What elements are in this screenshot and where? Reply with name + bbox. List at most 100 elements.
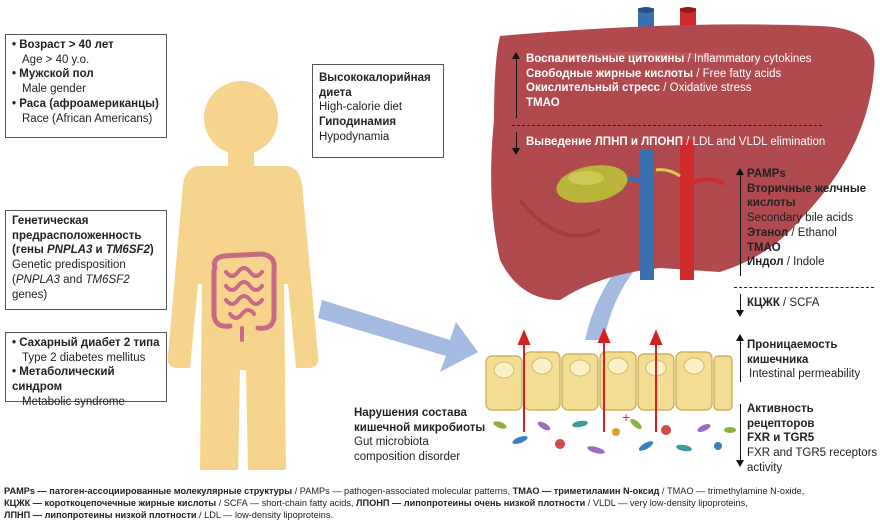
metabolic-conditions-box: Сахарный диабет 2 типа Type 2 diabetes m…: [5, 332, 167, 408]
pamps-label: PAMPs: [747, 168, 786, 180]
ffa-ru: Свободные жирные кислоты: [526, 67, 694, 80]
gut-metabolites-text: PAMPs Вторичные желчные кислоты Secondar…: [747, 167, 866, 270]
right-up-arrow-head: [736, 168, 744, 175]
gene-tm6sf2-ru: TM6SF2: [105, 244, 150, 257]
scfa-en: / SCFA: [779, 297, 820, 309]
receptor-down-arrow-line: [740, 404, 741, 462]
torso: [167, 166, 319, 470]
bile-en: Secondary bile acids: [747, 212, 854, 225]
genetic-l3c: ): [149, 244, 154, 257]
diet-l2: диета: [319, 86, 352, 99]
gender-label: Мужской пол: [19, 68, 94, 81]
head: [204, 81, 278, 155]
metsyn-label: Метаболический синдром: [12, 366, 115, 394]
human-body-figure: [167, 81, 319, 470]
abbr-vldl-ru: ЛПОНП — липопротеины очень низкой плотно…: [356, 498, 586, 509]
microbiota-ru2: кишечной микробиоты: [354, 421, 486, 434]
diet-l1: Высококалорийная: [319, 72, 431, 84]
abbr-pamps-en: / PAMPs — pathogen-associated molecular …: [292, 486, 513, 496]
abbr-tmao-ru: ТМАО — триметиламин N-оксид: [512, 486, 660, 496]
metsyn-sub: Metabolic syndrome: [22, 395, 125, 408]
diet-en: High-calorie diet: [319, 101, 403, 114]
ldl-en: / LDL and VLDL elimination: [682, 136, 826, 148]
race-sub: Race (African Americans): [22, 112, 153, 125]
scfa-down-arrow-head: [736, 310, 744, 317]
blue-arrow-body-to-gut: [318, 300, 478, 372]
right-dashed-divider: [734, 287, 874, 288]
oxstress-ru: Окислительный стресс: [526, 82, 661, 95]
abbr-ldl-ru: ЛПНП — липопротеины низкой плотности: [4, 510, 197, 521]
hepatic-artery: [680, 140, 694, 280]
genetic-predisposition-box: Генетическая предрасположенность (гены P…: [5, 210, 167, 310]
diabetes-label: Сахарный диабет 2 типа: [19, 337, 160, 349]
tmao-gut: ТМАО: [747, 241, 781, 254]
genetic-en-l1: Genetic predisposition: [12, 259, 126, 272]
gender-sub: Male gender: [22, 83, 86, 96]
genetic-l1: Генетическая: [12, 215, 89, 227]
perm-up-arrow-head: [736, 334, 744, 341]
age-sub: Age > 40 y.o.: [22, 53, 90, 66]
microbiota-ru1: Нарушения состава: [354, 407, 467, 419]
gut-microbes: +: [493, 409, 736, 454]
cell-nuclei: [493, 357, 705, 379]
abbr-scfa-en: / SCFA — short-chain fatty acids,: [216, 498, 357, 509]
diabetes-sub: Type 2 diabetes mellitus: [22, 351, 146, 364]
ldl-ru: Выведение ЛПНП и ЛПОНП: [526, 136, 683, 148]
perm-en: Intestinal permeability: [749, 368, 861, 381]
abbr-scfa-ru: КЦЖК — короткоцепочечные жирные кислоты: [4, 498, 217, 509]
liver-up-arrow-line: [516, 56, 517, 118]
genetic-en-l3: genes): [12, 288, 48, 301]
hypodynamia-ru: Гиподинамия: [319, 116, 397, 129]
gene-pnpla3-ru: PNPLA3: [46, 244, 93, 257]
scfa-down-arrow-line: [740, 294, 741, 312]
red-absorption-arrows: [517, 327, 663, 432]
cytokines-ru: Воспалительные цитокины: [526, 53, 685, 65]
scfa-text: КЦЖК / SCFA: [747, 296, 819, 311]
indole-ru: Индол: [747, 256, 784, 269]
perm-up-arrow-line: [740, 338, 741, 382]
right-up-arrow-line: [740, 172, 741, 276]
hypodynamia-en: Hypodynamia: [319, 130, 390, 143]
receptor-activity-text: Активность рецепторов FXR и TGR5 FXR and…: [747, 402, 880, 476]
abbr-vldl-en: / VLDL — very low-density lipoproteins,: [585, 498, 748, 509]
race-label: Раса (афроамериканцы): [19, 97, 159, 110]
microbiota-disorder-text: Нарушения состава кишечной микробиоты Gu…: [354, 406, 485, 465]
age-label: Возраст > 40 лет: [19, 39, 114, 51]
blue-arrow-gut-to-liver: [585, 210, 690, 340]
oxstress-en: / Oxidative stress: [660, 82, 752, 95]
ethanol-en: / Ethanol: [788, 226, 837, 239]
gene-pnpla3-en: PNPLA3: [15, 273, 60, 286]
liver-dashed-divider: [512, 125, 822, 126]
liver-down-arrow-line: [516, 132, 517, 150]
gene-tm6sf2-en: TM6SF2: [85, 273, 130, 286]
portal-vein: [640, 150, 654, 280]
tmao-liver: ТМАО: [526, 97, 560, 110]
svg-text:+: +: [622, 409, 630, 425]
genetic-en-l2a: (: [12, 273, 16, 286]
receptor-en1: FXR and TGR5 receptors: [747, 447, 878, 460]
abbr-ldl-en: / LDL — low-density lipoproteins.: [196, 510, 333, 521]
receptor-ru2: FXR и TGR5: [747, 432, 815, 445]
ldl-elimination-text: Выведение ЛПНП и ЛПОНП / LDL and VLDL el…: [526, 135, 825, 150]
abbreviations-footer: PAMPs — патоген-ассоциированные молекуля…: [4, 485, 876, 521]
receptor-en2: activity: [747, 461, 783, 474]
perm-ru1: Проницаемость: [747, 339, 838, 351]
bile-ru2: кислоты: [747, 197, 796, 210]
receptor-down-arrow-head: [736, 460, 744, 467]
permeability-text: Проницаемость кишечника Intestinal perme…: [747, 338, 860, 382]
genetic-l3a: (гены: [12, 244, 47, 257]
genetic-en-l2b: and: [59, 273, 86, 286]
cytokines-en: / Inflammatory cytokines: [684, 53, 812, 65]
scfa-ru: КЦЖК: [747, 297, 780, 309]
microbiota-en2: composition disorder: [354, 451, 461, 464]
genetic-l2: предрасположенность: [12, 229, 142, 242]
liver-up-arrow-head: [512, 52, 520, 59]
perm-ru2: кишечника: [747, 353, 809, 366]
ffa-en: / Free fatty acids: [693, 67, 782, 80]
liver-factors-text: Воспалительные цитокины / Inflammatory c…: [526, 52, 811, 111]
bile-ru1: Вторичные желчные: [747, 182, 867, 195]
ethanol-ru: Этанол: [747, 226, 789, 239]
indole-en: / Indole: [783, 256, 825, 269]
genetic-l3b: и: [92, 244, 106, 257]
